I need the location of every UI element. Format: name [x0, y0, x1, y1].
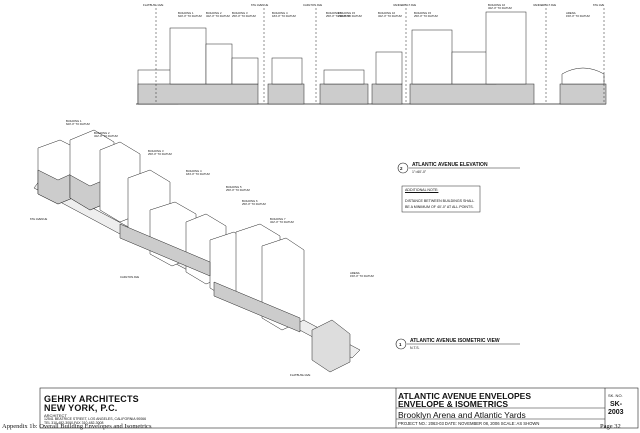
- project-name: Brooklyn Arena and Atlantic Yards: [398, 410, 526, 420]
- isometric-view: [33, 129, 361, 373]
- building-height: 150'-0" TO DATUM: [350, 274, 374, 279]
- building-height: 250'-0" TO DATUM: [338, 14, 362, 19]
- title-block-frame: [39, 387, 639, 429]
- building-name: BUILDING 4: [272, 11, 288, 15]
- building-name: ARENA: [566, 11, 576, 15]
- sheet-title: ATLANTIC AVENUE ENVELOPES: [398, 391, 532, 401]
- building-name: BUILDING 3: [148, 149, 164, 153]
- building-height: 250'-0" TO DATUM: [232, 14, 256, 19]
- building-height: 620'-0" TO DATUM: [66, 122, 90, 127]
- footer-caption: Appendix 1b: Overall Building Envelopes …: [2, 423, 152, 430]
- building-height: 322'-0" TO DATUM: [270, 220, 294, 225]
- sheet-subtitle: ENVELOPE & ISOMETRICS: [398, 399, 509, 409]
- building-name: BUILDING 1: [66, 119, 82, 123]
- elevation-view-number: 2: [400, 166, 403, 171]
- building-height: 250'-0" TO DATUM: [242, 202, 266, 207]
- building-height: 250'-0" TO DATUM: [326, 14, 350, 19]
- street-label: 6TH AVENUE: [251, 3, 269, 7]
- building-height: 322'-0" TO DATUM: [488, 6, 512, 11]
- elevation-view-scale: 1"=60'-0": [412, 170, 427, 174]
- building-height: 150'-0" TO DATUM: [566, 14, 590, 19]
- street-label: VANDERBILT AVE: [533, 3, 557, 7]
- building-name: BUILDING 15: [414, 11, 432, 15]
- building-height: 322'-0" TO DATUM: [94, 134, 118, 139]
- firm-role: ARCHITECT: [44, 413, 67, 418]
- building-name: BUILDING 4: [186, 169, 202, 173]
- firm-name-line2: NEW YORK, P.C.: [44, 403, 118, 413]
- building-height: 184'-0" TO DATUM: [186, 172, 210, 177]
- building-name: BUILDING 1: [178, 11, 194, 15]
- iso-view-title: ATLANTIC AVENUE ISOMETRIC VIEW: [410, 338, 500, 344]
- firm-address: 12541 BEATRICE STREET, LOS ANGELES, CALI…: [44, 417, 147, 421]
- elevation-view: [136, 8, 607, 105]
- elevation-view-title: ATLANTIC AVENUE ELEVATION: [412, 162, 488, 168]
- street-label: CARLTON AVE: [303, 3, 323, 7]
- building-height: 620'-0" TO DATUM: [178, 14, 202, 19]
- iso-view-number: 1: [399, 342, 402, 347]
- project-meta: PROJECT NO.: 2063-03 DATE: NOVEMBER 08, …: [398, 421, 540, 426]
- note-line-2: BE A MINIMUM OF 40'-0" AT ALL POINTS.: [405, 205, 474, 209]
- building-name: BUILDING 3: [232, 11, 248, 15]
- building-name: BUILDING 6: [242, 199, 258, 203]
- building-name: ARENA: [350, 271, 360, 275]
- iso-view-scale: N.T.S.: [410, 346, 420, 350]
- note-line-1: DISTANCE BETWEEN BUILDINGS SHALL: [405, 199, 475, 203]
- iso-street-label: CARLTON AVE: [120, 275, 140, 279]
- iso-view-marker: [395, 338, 407, 350]
- sk-number: 2003: [608, 409, 624, 416]
- street-label: VANDERBILT AVE: [393, 3, 417, 7]
- firm-name: GEHRY ARCHITECTS: [44, 394, 139, 404]
- page-number: Page 32: [600, 423, 621, 430]
- building-height: 322'-0" TO DATUM: [206, 14, 230, 19]
- building-name: BUILDING 16: [378, 11, 396, 15]
- building-name: BUILDING 5: [226, 185, 242, 189]
- building-name: BUILDING 2: [206, 11, 222, 15]
- elevation-view-marker: [397, 162, 409, 174]
- note-box: [401, 185, 481, 213]
- iso-street-label: 6TH AVENUE: [30, 217, 48, 221]
- building-height: 250'-0" TO DATUM: [414, 14, 438, 19]
- building-height: 322'-0" TO DATUM: [378, 14, 402, 19]
- building-name: BUILDING 16: [488, 3, 506, 7]
- building-height: 250'-0" TO DATUM: [226, 188, 250, 193]
- sk-prefix: SK-: [610, 401, 623, 408]
- building-name: BUILDING 2: [94, 131, 110, 135]
- street-label: FLATBUSH AVE: [143, 3, 164, 7]
- note-heading: ADDITIONAL NOTE:: [405, 188, 439, 192]
- street-label: 6TH AVE: [593, 3, 605, 7]
- firm-phone: TEL 310-482-3000 FAX 310-482-3008: [44, 421, 104, 425]
- building-height: 250'-0" TO DATUM: [148, 152, 172, 157]
- building-name: BUILDING 5: [326, 11, 342, 15]
- building-height: 184'-0" TO DATUM: [272, 14, 296, 19]
- sk-label: SK. NO.: [608, 393, 623, 398]
- building-name: BUILDING 7: [270, 217, 286, 221]
- building-name: BUILDING 15: [338, 11, 356, 15]
- iso-street-label: FLATBUSH AVE: [290, 373, 311, 377]
